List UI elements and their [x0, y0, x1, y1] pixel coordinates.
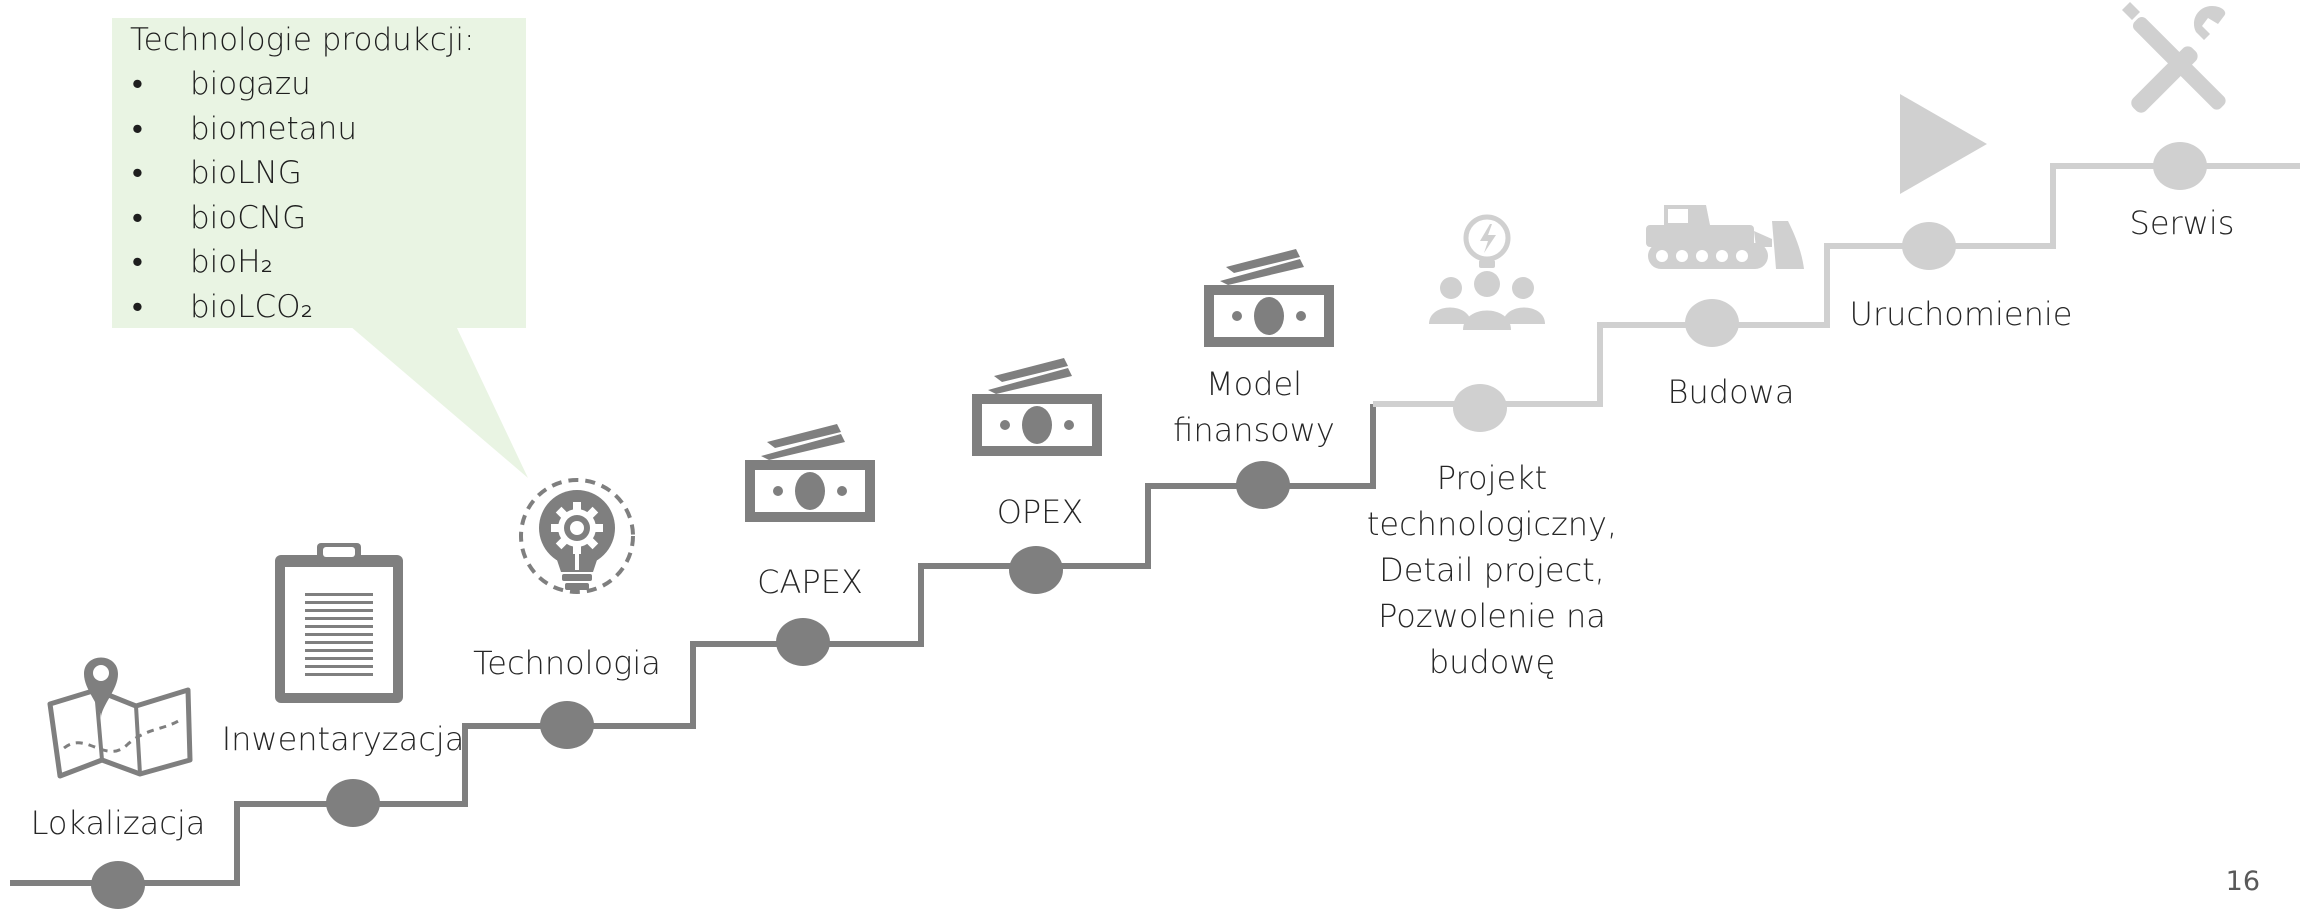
callout-item: • bioLCO₂ [130, 285, 526, 330]
timeline-node-opex [1009, 546, 1063, 594]
callout-item-text: bioLNG [190, 155, 302, 191]
callout-item-text: bioLCO₂ [190, 288, 314, 325]
callout-item: • bioLNG [130, 151, 526, 196]
clipboard-icon [275, 543, 403, 703]
lightbulb-gear-icon [519, 478, 635, 594]
callout-item-text: biometanu [190, 110, 357, 147]
step-label-model-finansowy: Model finansowy [1173, 365, 1335, 449]
callout-item-text: bioH₂ [190, 244, 273, 280]
timeline-upcoming [1373, 163, 2300, 407]
bullet-icon: • [132, 244, 143, 280]
money-icon-capex [745, 424, 875, 522]
page-number: 16 [2225, 866, 2260, 897]
callout-item: • bioH₂ [130, 240, 526, 285]
bullet-icon: • [132, 110, 143, 147]
timeline-node-lokalizacja [91, 861, 145, 909]
callout-item: • biogazu [130, 62, 526, 107]
step-label-uruchomienie: Uruchomienie [1849, 295, 2073, 333]
bulldozer-icon [1646, 205, 1804, 269]
timeline-node-inwentaryzacja [326, 779, 380, 827]
timeline-node-model-finansowy [1236, 461, 1290, 509]
map-location-icon [47, 657, 193, 779]
bullet-icon: • [132, 66, 143, 102]
step-label-budowa: Budowa [1667, 373, 1795, 411]
callout-item: • bioCNG [130, 196, 526, 241]
bullet-icon: • [132, 288, 143, 325]
bullet-icon: • [132, 155, 143, 191]
bullet-icon: • [132, 199, 143, 236]
callout-item-text: biogazu [190, 66, 311, 102]
step-label-inwentaryzacja: Inwentaryzacja [221, 720, 465, 758]
team-idea-icon [1429, 214, 1545, 330]
step-label-serwis: Serwis [2129, 204, 2235, 242]
timeline-node-capex [776, 618, 830, 666]
step-label-capex: CAPEX [757, 563, 863, 601]
technology-callout: Technologie produkcji: • biogazu • biometan… [112, 18, 526, 328]
callout-list: • biogazu • biometanu • bioLNG • bioCNG • bioH₂ • b… [130, 62, 526, 329]
timeline-node-projekt [1453, 384, 1507, 432]
step-label-projekt: Projekt technologiczny, Detail project, … [1366, 459, 1618, 681]
callout-item-text: bioCNG [190, 199, 307, 236]
step-label-opex: OPEX [996, 493, 1084, 531]
callout-item: • biometanu [130, 107, 526, 152]
tools-icon [2122, 2, 2226, 113]
timeline-node-technologia [540, 701, 594, 749]
timeline-node-serwis [2153, 142, 2207, 190]
money-icon-opex [972, 358, 1102, 456]
timeline-node-uruchomienie [1902, 222, 1956, 270]
step-label-technologia: Technologia [473, 644, 661, 682]
money-icon-model [1204, 249, 1334, 347]
callout-title: Technologie produkcji: [130, 22, 475, 58]
callout-pointer [350, 326, 528, 478]
timeline-node-budowa [1685, 299, 1739, 347]
timeline-done [10, 404, 1376, 886]
step-label-lokalizacja: Lokalizacja [30, 804, 206, 842]
play-icon [1900, 94, 1987, 194]
